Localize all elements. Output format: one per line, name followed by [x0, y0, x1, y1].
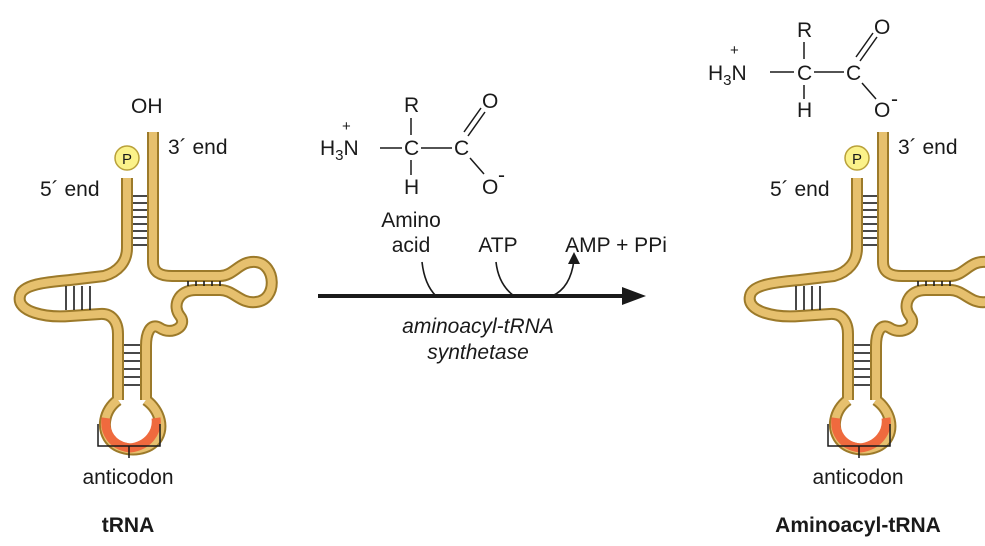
- h3n-group: H3N: [708, 62, 747, 89]
- plus-charge: +: [730, 42, 739, 59]
- alpha-hydrogen: H: [404, 176, 419, 199]
- aminoacyl-trna-molecule: P 3´ end 5´ end anticodon Aminoacyl-tRNA: [743, 132, 985, 537]
- phosphate-circle: [844, 145, 870, 171]
- enzyme-label-line2: synthetase: [427, 341, 529, 364]
- trna-caption: tRNA: [102, 514, 155, 537]
- amino-acid-curve: [421, 261, 437, 297]
- r-group: R: [404, 94, 419, 117]
- carbonyl-oxygen: O: [874, 16, 890, 39]
- alpha-carbon: C: [797, 62, 812, 85]
- ester-oxygen: O: [874, 99, 890, 122]
- anticodon-label: anticodon: [812, 466, 903, 489]
- amino-acid-label-line2: acid: [392, 234, 431, 257]
- anticodon-segment: [101, 417, 161, 453]
- anticodon-bracket: [827, 424, 891, 458]
- attached-amino-acid: + H3N C R H C O O -: [708, 16, 898, 122]
- amino-acid-structure: + H3N C R H C O O -: [320, 90, 505, 199]
- phosphate-label: P: [122, 151, 132, 168]
- oh-label: OH: [131, 95, 163, 118]
- h3n-group: H3N: [320, 137, 359, 164]
- products-label: AMP + PPi: [565, 234, 667, 257]
- atp-curve: [495, 261, 515, 297]
- alpha-carbon: C: [404, 137, 419, 160]
- carbonyl-oxygen: O: [482, 90, 498, 113]
- reaction-arrowhead: [622, 287, 646, 305]
- phosphate-label: P: [852, 151, 862, 168]
- r-group: R: [797, 19, 812, 42]
- alpha-hydrogen: H: [797, 99, 812, 122]
- five-prime-label: 5´ end: [770, 178, 830, 201]
- plus-charge: +: [342, 118, 351, 135]
- enzyme-label-line1: aminoacyl-tRNA: [402, 315, 554, 338]
- carboxyl-carbon: C: [454, 137, 469, 160]
- anticodon-bracket: [97, 424, 161, 458]
- products-curve: [551, 259, 575, 297]
- carboxylate-oxygen: O: [482, 176, 498, 199]
- base-pairs: [65, 195, 221, 386]
- five-prime-label: 5´ end: [40, 178, 100, 201]
- minus-charge: -: [891, 88, 898, 111]
- reaction-equation: + H3N C R H C O O - Amino acid ATP AMP +…: [318, 90, 667, 364]
- base-pairs: [795, 195, 951, 386]
- carboxyl-carbon: C: [846, 62, 861, 85]
- aminoacyl-trna-caption: Aminoacyl-tRNA: [775, 514, 941, 537]
- anticodon-label: anticodon: [82, 466, 173, 489]
- phosphate-circle: [114, 145, 140, 171]
- three-prime-label: 3´ end: [168, 136, 228, 159]
- amino-acid-label-line1: Amino: [381, 209, 441, 232]
- anticodon-segment: [831, 417, 891, 453]
- products-arrowhead: [568, 252, 580, 264]
- trna-molecule: P OH 3´ end 5´ end anticodon tRNA: [13, 95, 278, 537]
- three-prime-label: 3´ end: [898, 136, 958, 159]
- minus-charge: -: [498, 164, 505, 187]
- atp-label: ATP: [478, 234, 517, 257]
